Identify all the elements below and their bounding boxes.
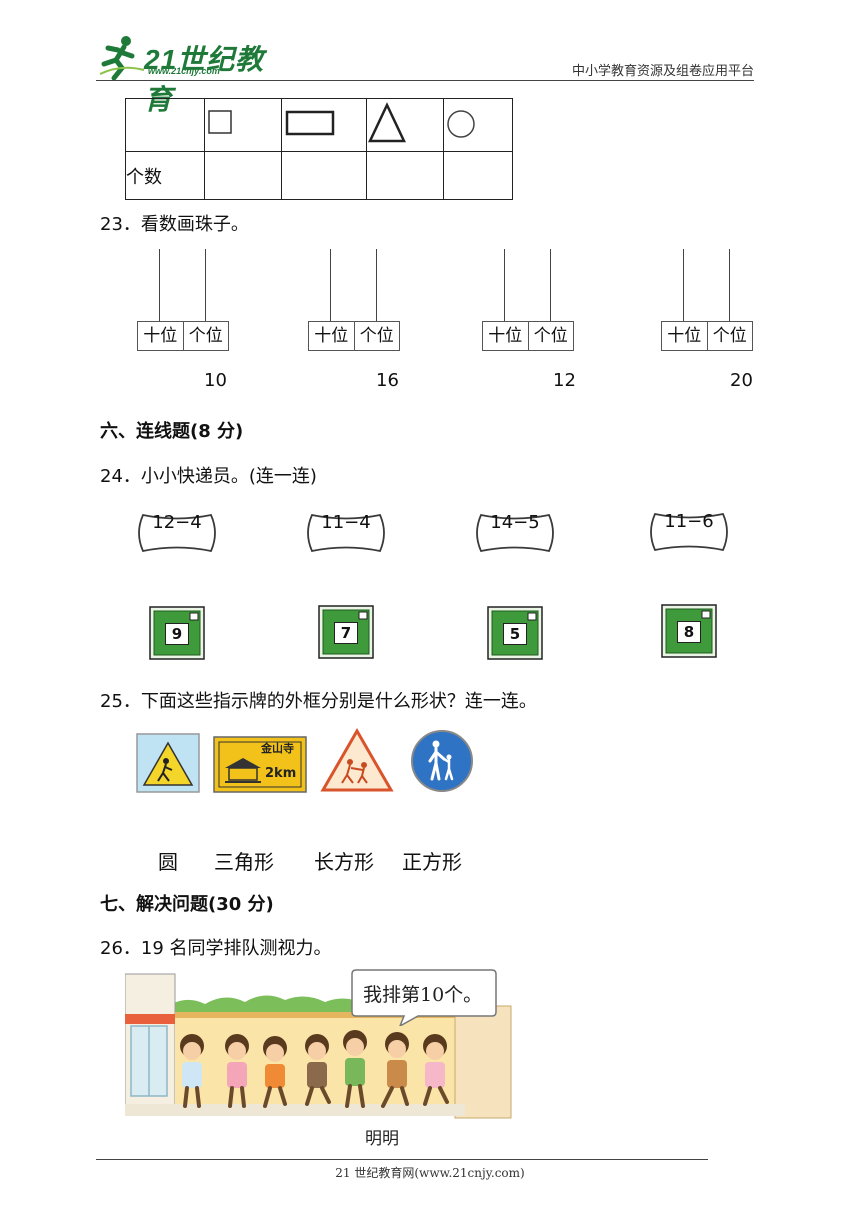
pillow-card-icon	[307, 513, 385, 553]
footer-divider	[96, 1159, 708, 1160]
ones-rod	[205, 249, 206, 321]
header-divider	[96, 80, 754, 81]
tens-label: 十位	[309, 322, 355, 350]
expression-label: 11−6	[664, 511, 714, 532]
queue-illustration: 我排第10个。	[124, 966, 515, 1124]
square-count-cell[interactable]	[204, 151, 282, 200]
expression-label: 14−5	[490, 512, 540, 533]
question-24-title: 24．小小快递员。(连一连)	[100, 466, 317, 487]
place-value-box: 十位 个位	[137, 321, 229, 351]
square-shape-icon	[208, 110, 232, 134]
circle-shape-icon	[447, 110, 475, 138]
logo-url: www.21cnjy.com	[148, 66, 220, 76]
crosswalk-sign-icon	[136, 733, 200, 793]
mailbox-4[interactable]: 8	[661, 604, 717, 658]
platform-title: 中小学教育资源及组卷应用平台	[571, 64, 754, 79]
pedestrian-sign-icon	[411, 730, 473, 792]
ones-label: 个位	[533, 326, 568, 346]
expression-label: 11−4	[321, 512, 371, 533]
place-value-box: 十位 个位	[308, 321, 400, 351]
square-sign[interactable]	[136, 733, 200, 793]
children-queue-icon	[124, 973, 512, 1119]
expression-card-1[interactable]: 12−4	[137, 512, 217, 554]
speech-bubble-icon	[351, 969, 497, 1026]
question-26-title: 26．19 名同学排队测视力。	[100, 938, 332, 959]
section-6-title: 六、连线题(8 分)	[100, 421, 244, 442]
ones-rod	[729, 249, 730, 321]
expression-card-4[interactable]: 11−6	[649, 511, 729, 553]
shape-word-square[interactable]: 正方形	[402, 850, 462, 874]
tens-label: 十位	[662, 322, 708, 350]
mailbox-number: 8	[677, 621, 701, 643]
tens-rod	[683, 249, 684, 321]
child-name-label: 明明	[365, 1129, 399, 1149]
triangle-count-cell[interactable]	[366, 151, 444, 200]
ones-rod	[376, 249, 377, 321]
rectangle-sign[interactable]: 金山寺 2km	[213, 736, 307, 793]
ones-label: 个位	[359, 326, 394, 346]
section-7-title: 七、解决问题(30 分)	[100, 894, 274, 915]
abacus-number-3: 12	[553, 370, 576, 391]
rectangle-cell	[281, 98, 367, 152]
question-23-title: 23．看数画珠子。	[100, 214, 249, 235]
ones-label: 个位	[712, 326, 747, 346]
mailbox-2[interactable]: 7	[318, 605, 374, 659]
mailbox-1[interactable]: 9	[149, 606, 205, 660]
ones-rod	[550, 249, 551, 321]
abacus-4[interactable]: 十位 个位	[661, 249, 755, 369]
shape-word-triangle[interactable]: 三角形	[214, 850, 274, 874]
tens-label: 十位	[138, 322, 184, 350]
shape-count-table: 个数	[125, 98, 513, 200]
pillow-card-icon	[650, 512, 728, 552]
rectangle-shape-icon	[285, 110, 335, 136]
mailbox-3[interactable]: 5	[487, 606, 543, 660]
place-value-box: 十位 个位	[661, 321, 753, 351]
footer-text: 21 世纪教育网(www.21cnjy.com)	[335, 1166, 525, 1180]
tens-label: 十位	[483, 322, 529, 350]
abacus-2[interactable]: 十位 个位	[308, 249, 402, 369]
pillow-card-icon	[476, 513, 554, 553]
shape-word-circle[interactable]: 圆	[158, 850, 178, 874]
tens-rod	[330, 249, 331, 321]
abacus-3[interactable]: 十位 个位	[482, 249, 576, 369]
mailbox-number: 5	[503, 623, 527, 645]
circle-count-cell[interactable]	[443, 151, 513, 200]
temple-sign-icon	[213, 736, 307, 793]
mailbox-number: 7	[334, 622, 358, 644]
speech-text: 我排第10个。	[363, 984, 483, 1006]
circle-cell	[443, 98, 513, 152]
rectangle-count-cell[interactable]	[281, 151, 367, 200]
circle-sign[interactable]	[410, 729, 474, 793]
table-corner-cell	[125, 98, 205, 152]
abacus-number-4: 20	[730, 370, 753, 391]
sign-distance: 2km	[265, 766, 297, 781]
expression-card-3[interactable]: 14−5	[475, 512, 555, 554]
mailbox-number: 9	[165, 623, 189, 645]
question-25-title: 25．下面这些指示牌的外框分别是什么形状？连一连。	[100, 691, 537, 712]
tens-rod	[504, 249, 505, 321]
triangle-cell	[366, 98, 444, 152]
expression-card-2[interactable]: 11−4	[306, 512, 386, 554]
expression-label: 12−4	[152, 512, 202, 533]
square-cell	[204, 98, 282, 152]
abacus-number-2: 16	[376, 370, 399, 391]
shape-word-rectangle[interactable]: 长方形	[314, 850, 374, 874]
abacus-number-1: 10	[204, 370, 227, 391]
tens-rod	[159, 249, 160, 321]
children-crossing-sign-icon	[320, 727, 394, 792]
runner-icon	[99, 36, 145, 81]
ones-label: 个位	[188, 326, 223, 346]
sign-place-name: 金山寺	[261, 742, 294, 755]
triangle-shape-icon	[368, 102, 406, 143]
place-value-box: 十位 个位	[482, 321, 574, 351]
pillow-card-icon	[138, 513, 216, 553]
abacus-1[interactable]: 十位 个位	[137, 249, 231, 369]
triangle-sign[interactable]	[320, 727, 394, 794]
site-logo: 21世纪教育 www.21cnjy.com	[96, 34, 266, 115]
count-row-label: 个数	[125, 151, 205, 200]
